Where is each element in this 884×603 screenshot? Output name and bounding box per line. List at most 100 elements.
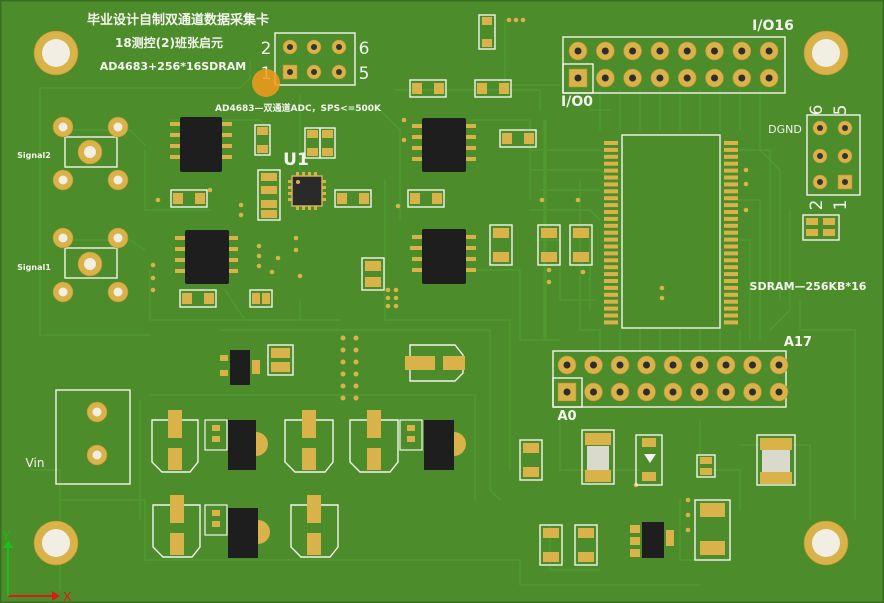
header-pin-hole	[629, 47, 637, 55]
class-line: 18测控(2)班张启元	[115, 35, 223, 50]
header-pin-hole	[574, 74, 582, 82]
sdram-pin-pad	[724, 272, 738, 277]
spec-line: AD4683+256*16SDRAM	[100, 60, 246, 73]
io16-label: I/O16	[752, 18, 794, 34]
sdram-pin-pad	[724, 258, 738, 263]
sdram-pin-pad	[724, 175, 738, 180]
sdram-pin-pad	[724, 320, 738, 325]
header-pin-hole	[696, 361, 703, 369]
sdram-pin-pad	[604, 147, 618, 152]
mounting-hole	[803, 30, 849, 76]
header-pin-hole	[738, 74, 746, 82]
vin-connector	[55, 389, 131, 485]
sdram-pin-pad	[604, 141, 618, 145]
sdram-pin-pad	[604, 223, 618, 228]
config-header: 2 1 6 5	[252, 32, 370, 97]
sdram-pin-pad	[724, 189, 738, 194]
sdram-pin-pad	[604, 306, 618, 311]
sdram-pin-pad	[604, 292, 618, 297]
header-pin-hole	[749, 361, 756, 369]
sdram-pin-pad	[604, 244, 618, 249]
sdram-pin-pad	[724, 203, 738, 208]
power-section	[151, 344, 466, 558]
header-pin-hole	[656, 74, 664, 82]
header-pin-hole	[775, 361, 783, 369]
sdram-pin-pad	[724, 216, 738, 221]
header-pin-hole	[643, 388, 650, 396]
sdram-pin-pad	[604, 279, 618, 283]
hdr-right-pin-1: 1	[831, 200, 851, 211]
adc-u1	[288, 172, 326, 210]
opamp-ic	[175, 230, 238, 284]
sdram-pin-pad	[604, 313, 618, 318]
sdram-pin-pad	[724, 154, 738, 159]
header-pin-hole	[765, 47, 773, 55]
sdram-pin-pad	[724, 223, 738, 228]
sdram-pin-pad	[724, 279, 738, 283]
sdram-pin-pad	[604, 168, 618, 173]
header-pin-hole	[574, 47, 582, 55]
header-pin-hole	[601, 74, 609, 82]
sdram-pin-pad	[724, 210, 738, 214]
sdram-pin-pad	[724, 285, 738, 290]
header-pin-hole	[722, 361, 730, 369]
hdr-right-pin-2: 2	[807, 200, 827, 211]
sdram-pin-pad	[724, 237, 738, 242]
sdram-pin-pad	[604, 196, 618, 201]
header-pin-hole	[563, 361, 571, 369]
sdram-pin-pad	[604, 161, 618, 166]
sdram-pin-pad	[724, 161, 738, 166]
header-pin-hole	[749, 388, 756, 396]
hdr-left-pin-6: 6	[359, 39, 370, 59]
sdram-pin-pad	[724, 182, 738, 187]
sdram-pin-pad	[604, 320, 618, 325]
sdram-pin-pad	[604, 203, 618, 208]
sdram-pin-pad	[604, 285, 618, 290]
header-pin-hole	[616, 361, 624, 369]
signal2-connector	[52, 116, 129, 191]
header-pin-hole	[683, 74, 691, 82]
header-pin-hole	[711, 47, 718, 55]
sdram-pin-pad	[724, 265, 738, 270]
sdram-pin-pad	[724, 251, 738, 256]
via-clusters	[150, 17, 749, 533]
marker-dot	[252, 69, 280, 97]
sdram-pin-pad	[604, 210, 618, 214]
opamp-ic	[412, 118, 476, 172]
header-pin-hole	[629, 74, 637, 82]
a17-label: A17	[784, 335, 812, 350]
axis-indicator: X Y	[2, 528, 72, 603]
sdram-pin-pad	[604, 175, 618, 180]
header-pin-hole	[711, 74, 718, 82]
hdr-right-pin-5: 5	[831, 105, 851, 116]
signal1-label: Signal1	[17, 263, 51, 272]
u1-label: U1	[283, 150, 309, 170]
header-pin-hole	[590, 361, 597, 369]
header-pin-hole	[616, 388, 624, 396]
header-pin-hole	[669, 388, 677, 396]
header-pin-hole	[722, 388, 730, 396]
smd-passives	[170, 14, 840, 566]
sdram-pin-pad	[724, 313, 738, 318]
sdram-pin-pad	[724, 244, 738, 249]
a0-label: A0	[557, 409, 576, 424]
sdram-pin-pad	[724, 306, 738, 311]
header-pin-hole	[590, 388, 597, 396]
mounting-hole	[33, 520, 79, 566]
header-pin-hole	[775, 388, 783, 396]
io-header	[562, 36, 786, 94]
sdram-pin-pad	[604, 154, 618, 159]
sdram-pin-pad	[724, 230, 738, 235]
dgnd-header	[806, 114, 861, 196]
sdram-pin-pad	[604, 230, 618, 235]
signal2-label: Signal2	[17, 151, 51, 160]
sdram-pin-pad	[604, 265, 618, 270]
header-pin-hole	[696, 388, 703, 396]
sdram-pin-pad	[604, 182, 618, 187]
x-axis-label: X	[63, 589, 72, 603]
sdram-note: SDRAM—256KB*16	[750, 280, 867, 293]
x-axis-arrow	[52, 591, 60, 601]
signal1-connector	[52, 227, 129, 303]
sdram-pin-pad	[604, 251, 618, 256]
